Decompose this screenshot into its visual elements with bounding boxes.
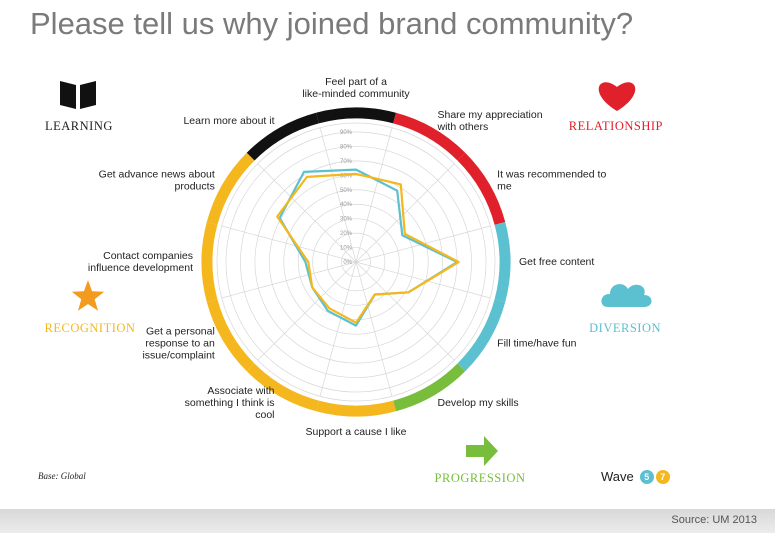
category-icons: [60, 81, 652, 466]
rim-segment: [457, 299, 506, 372]
grid-ring: [216, 122, 496, 402]
rim-segment: [316, 400, 396, 417]
axis-label: Get free content: [519, 256, 594, 268]
tick-label: 60%: [340, 173, 353, 179]
grid-spoke: [355, 163, 455, 263]
grid-spoke: [319, 127, 357, 263]
legend-badge-wave-7: 7: [655, 469, 670, 484]
axis-label: Learn more about it: [183, 115, 274, 127]
tick-label: 80%: [340, 144, 353, 150]
rim-segment: [316, 107, 396, 124]
category-label-learning: LEARNING: [45, 119, 113, 133]
radial-tick-labels: 0% 10% 20% 30% 40% 50% 60% 70% 80% 90%: [340, 130, 353, 266]
radar-series: [276, 168, 460, 327]
tick-label: 10%: [340, 246, 353, 252]
radar-grid: [216, 122, 496, 402]
book-icon: [60, 81, 96, 109]
grid-ring: [283, 189, 429, 335]
tick-label: 20%: [340, 231, 353, 237]
axis-label: Fill time/have fun: [497, 338, 577, 350]
legend: Wave 5 7: [601, 469, 670, 484]
legend-badge-wave-5: 5: [639, 469, 654, 484]
tick-label: 30%: [340, 217, 353, 223]
grid-ring: [225, 131, 487, 393]
star-icon: [71, 280, 105, 311]
grid-spoke: [319, 261, 357, 397]
grid-spoke: [355, 127, 393, 263]
grid-ring: [268, 174, 444, 350]
rim-segment: [206, 299, 255, 372]
grid-spoke: [257, 261, 357, 361]
tick-label: 70%: [340, 159, 353, 165]
axis-label: Develop my skills: [438, 397, 519, 409]
axis-label: Support a cause I like: [306, 426, 407, 438]
category-label-recognition: RECOGNITION: [45, 321, 136, 335]
category-label-relationship: RELATIONSHIP: [569, 119, 663, 133]
rim-segment: [494, 222, 511, 302]
grid-spoke: [221, 225, 357, 263]
category-labels: LEARNING RELATIONSHIP DIVERSION PROGRESSION…: [45, 119, 663, 485]
series-line-wave-7: [276, 172, 460, 324]
radar-chart: 0% 10% 20% 30% 40% 50% 60% 70% 80% 90% Feel part …: [45, 76, 663, 485]
tick-label: 0%: [343, 260, 352, 266]
grid-spoke: [355, 261, 455, 361]
footer-bar: [0, 509, 775, 533]
grid-ring: [312, 218, 400, 306]
category-rim: [201, 107, 511, 417]
grid-spoke: [257, 163, 357, 263]
source-label: Source: UM 2013: [671, 514, 757, 526]
category-label-progression: PROGRESSION: [435, 471, 526, 485]
rim-segment: [201, 222, 218, 302]
cloud-icon: [601, 284, 652, 307]
grid-ring: [341, 247, 371, 277]
grid-ring: [326, 232, 386, 292]
rim-segment: [246, 363, 319, 412]
legend-title: Wave: [601, 469, 634, 484]
rim-segment: [246, 112, 319, 161]
arrow-right-icon: [466, 436, 498, 466]
category-label-diversion: DIVERSION: [589, 321, 661, 335]
grid-ring: [240, 146, 472, 378]
rim-segment: [393, 363, 466, 412]
series-line-wave-5: [278, 168, 459, 327]
grid-spoke: [355, 261, 393, 397]
heart-icon: [598, 82, 636, 111]
grid-spoke: [355, 261, 491, 299]
page-title: Please tell us why joined brand communit…: [30, 6, 634, 41]
grid-ring: [297, 203, 415, 321]
base-label: Base: Global: [38, 471, 86, 481]
grid-spoke: [221, 261, 357, 299]
rim-segment: [393, 112, 466, 161]
tick-label: 50%: [340, 188, 353, 194]
tick-label: 40%: [340, 202, 353, 208]
rim-segment: [457, 152, 506, 225]
tick-label: 90%: [340, 130, 353, 136]
rim-segment: [206, 152, 255, 225]
